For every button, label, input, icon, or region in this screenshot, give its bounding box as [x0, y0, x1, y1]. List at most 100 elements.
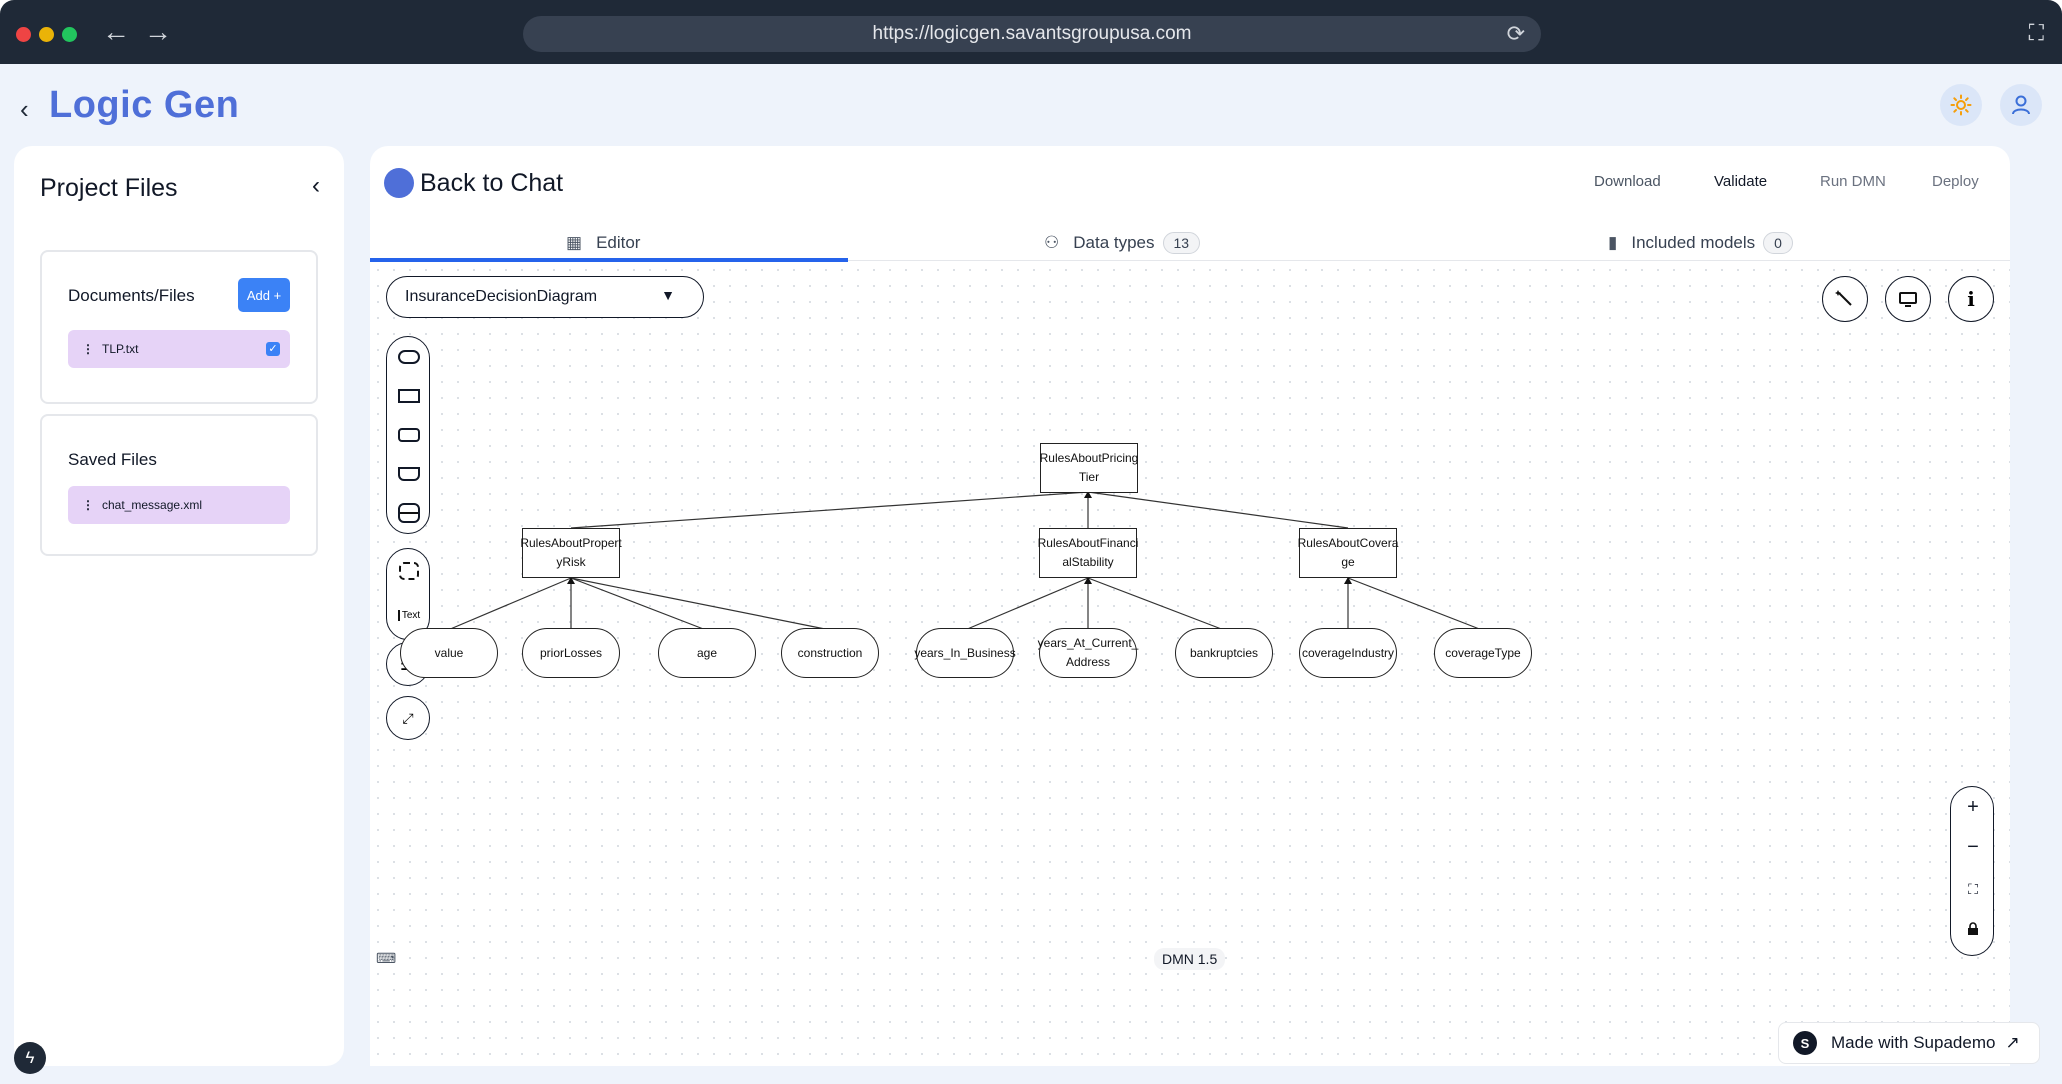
- validate-button[interactable]: Validate: [1714, 173, 1768, 190]
- node-label-line: RulesAboutPropert: [520, 536, 622, 550]
- arrowhead-icon: [1344, 577, 1352, 584]
- node-label-line: alStability: [1062, 555, 1114, 569]
- zoom-controls: + − ⛶: [1950, 786, 1994, 956]
- edge-value-property: [447, 577, 572, 631]
- knowledge-source-tool[interactable]: [387, 454, 431, 494]
- text-annotation-tool[interactable]: Text: [387, 595, 431, 635]
- node-label-line: RulesAboutCovera: [1297, 536, 1399, 550]
- input-data-node[interactable]: construction: [781, 628, 879, 678]
- input-data-node[interactable]: years_In_Business: [914, 628, 1016, 678]
- edge-construction-property: [570, 577, 831, 631]
- add-document-button[interactable]: Add +: [238, 278, 290, 312]
- user-icon: [2012, 95, 2030, 115]
- made-with-supademo-link[interactable]: S Made with Supademo ↗: [1778, 1022, 2040, 1064]
- fit-view-icon[interactable]: ⛶: [1968, 880, 1978, 897]
- lock-icon[interactable]: [1951, 909, 1995, 949]
- node-label-line: coverageType: [1445, 645, 1521, 660]
- sun-icon: [1950, 94, 1972, 116]
- node-label-line: bankruptcies: [1189, 645, 1259, 660]
- oval-shape-icon: [398, 350, 420, 364]
- input-data-node[interactable]: coverageIndustry: [1299, 628, 1397, 678]
- edge-type-coverage: [1347, 577, 1483, 631]
- node-label-line: coverageIndustry: [1301, 645, 1395, 660]
- url-text: https://logicgen.savantsgroupusa.com: [872, 23, 1192, 44]
- magic-wand-button[interactable]: [1822, 276, 1868, 322]
- edge-age-property: [570, 577, 707, 631]
- input-data-node[interactable]: priorLosses: [522, 628, 620, 678]
- theme-toggle-button[interactable]: [1940, 84, 1982, 126]
- saved-file-item[interactable]: ⋮ chat_message.xml: [68, 486, 290, 524]
- editor-panel: Back to Chat Download Validate Run DMN D…: [370, 146, 2010, 1066]
- external-link-icon: ↗: [2005, 1033, 2020, 1052]
- app-area: ‹ Logic Gen Project Files ‹ Documents/Fi…: [0, 64, 2062, 1084]
- arrowhead-icon: [567, 577, 575, 584]
- rectangle-shape-icon: [398, 389, 420, 403]
- input-data-node[interactable]: years_At_Current_Address: [1038, 628, 1138, 678]
- info-button[interactable]: i: [1948, 276, 1994, 322]
- input-data-node[interactable]: coverageType: [1434, 628, 1532, 678]
- run-dmn-button[interactable]: Run DMN: [1820, 173, 1886, 190]
- back-chevron-icon[interactable]: ‹: [20, 94, 29, 124]
- back-to-chat-button[interactable]: Back to Chat: [384, 168, 563, 198]
- minimize-window-icon[interactable]: [39, 27, 54, 42]
- zoom-out-icon[interactable]: −: [1967, 835, 1979, 858]
- hierarchy-icon: ⚇: [1044, 233, 1060, 252]
- data-types-count-badge: 13: [1162, 232, 1201, 254]
- project-files-sidebar: Project Files ‹ Documents/Files Add + ⋮ …: [14, 146, 344, 1066]
- diagram-canvas[interactable]: InsuranceDecisionDiagram ▼ i: [370, 262, 2010, 1066]
- diagram-select-value: InsuranceDecisionDiagram: [405, 288, 598, 305]
- maximize-window-icon[interactable]: [62, 27, 77, 42]
- grid-icon: ▦: [566, 233, 583, 252]
- node-label-line: priorLosses: [539, 645, 603, 660]
- resize-icon: ⤢: [402, 709, 414, 726]
- diagram-select[interactable]: InsuranceDecisionDiagram ▼: [386, 276, 704, 318]
- input-data-node[interactable]: age: [658, 628, 756, 678]
- address-bar[interactable]: https://logicgen.savantsgroupusa.com ⟳: [523, 16, 1541, 52]
- edge-bankruptcies-financial: [1087, 577, 1225, 631]
- tabs-divider: [370, 260, 2010, 261]
- close-window-icon[interactable]: [16, 27, 31, 42]
- tab-label: Included models: [1631, 233, 1756, 252]
- expand-tool-button[interactable]: ⤢: [386, 696, 430, 740]
- decision-service-tool[interactable]: [387, 493, 431, 533]
- back-arrow-icon[interactable]: ←: [102, 16, 130, 47]
- app-title: Logic Gen: [49, 84, 240, 126]
- browser-chrome: ← → https://logicgen.savantsgroupusa.com…: [0, 0, 2062, 64]
- decision-tool[interactable]: [387, 376, 431, 416]
- keyboard-shortcuts-icon[interactable]: ⌨: [376, 950, 397, 966]
- node-label-line: value: [434, 645, 464, 660]
- download-button[interactable]: Download: [1594, 173, 1661, 190]
- group-tool[interactable]: [387, 551, 431, 591]
- bkm-tool[interactable]: [387, 415, 431, 455]
- dropdown-caret-icon: ▼: [661, 287, 675, 303]
- deploy-button[interactable]: Deploy: [1932, 173, 1979, 190]
- input-data-node[interactable]: bankruptcies: [1175, 628, 1273, 678]
- present-button[interactable]: [1885, 276, 1931, 322]
- text-annotation-icon: Text: [397, 609, 420, 621]
- user-profile-button[interactable]: [2000, 84, 2042, 126]
- tab-data-types[interactable]: ⚇ Data types 13: [1044, 228, 1201, 258]
- input-data-tool[interactable]: [387, 337, 431, 377]
- dashed-group-icon: [399, 562, 419, 580]
- tab-editor[interactable]: ▦ Editor: [566, 228, 640, 258]
- forward-arrow-icon[interactable]: →: [144, 16, 172, 47]
- collapse-sidebar-icon[interactable]: ‹: [312, 172, 320, 199]
- zoom-in-icon[interactable]: +: [1967, 795, 1979, 818]
- reload-icon[interactable]: ⟳: [1506, 21, 1525, 46]
- tab-label: Editor: [596, 233, 641, 252]
- input-data-node[interactable]: value: [400, 628, 498, 678]
- document-file-item[interactable]: ⋮ TLP.txt ✓: [68, 330, 290, 368]
- drag-handle-icon[interactable]: ⋮: [82, 498, 94, 512]
- tab-included-models[interactable]: ▮ Included models 0: [1608, 228, 1793, 258]
- bolt-icon[interactable]: ϟ: [14, 1042, 46, 1074]
- file-checkbox[interactable]: ✓: [266, 342, 280, 356]
- drag-handle-icon[interactable]: ⋮: [82, 342, 94, 356]
- supademo-label: Made with Supademo: [1831, 1033, 1996, 1052]
- node-label-line: years_In_Business: [914, 645, 1016, 660]
- fullscreen-icon[interactable]: ⛶: [2028, 20, 2044, 45]
- saved-files-title: Saved Files: [68, 450, 157, 469]
